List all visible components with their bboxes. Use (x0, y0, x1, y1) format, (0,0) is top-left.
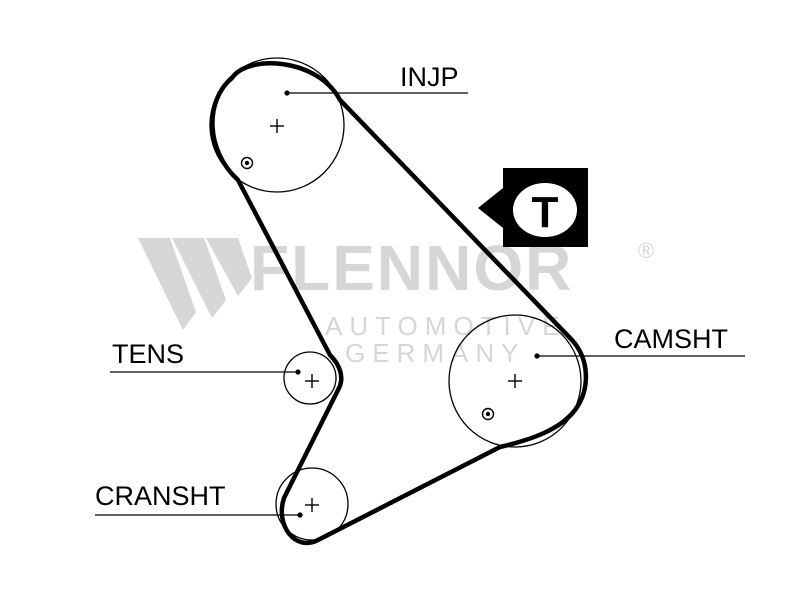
leader-dots (284, 90, 540, 518)
timing-marks (240, 156, 495, 421)
leader-lines (95, 92, 745, 516)
label-cranksht: CRANSHT (95, 481, 226, 511)
timing-mark-icon (481, 407, 495, 421)
tension-symbol-letter: T (532, 188, 559, 237)
watermark-line1: AUTOMOTIVE (325, 311, 566, 341)
label-camsht: CAMSHT (614, 324, 728, 354)
leader-dot (284, 90, 290, 96)
leader-dot (297, 512, 303, 518)
tensioner-pulley (283, 351, 337, 405)
leader-dot (534, 353, 540, 359)
injection-pump-pulley (209, 57, 345, 193)
center-cross-icon (508, 374, 522, 388)
label-tens: TENS (112, 339, 184, 369)
label-injp: INJP (400, 62, 459, 92)
center-cross-icon (305, 374, 319, 388)
pulleys (209, 57, 582, 541)
watermark-line2: GERMANY (345, 338, 525, 368)
flennor-logo-stripe-2 (172, 238, 226, 318)
flennor-logo-icon (138, 238, 196, 330)
tension-symbol-icon: T (478, 168, 588, 247)
camshaft-pulley (448, 314, 582, 448)
leader-dot (295, 369, 301, 375)
center-cross-icon (270, 119, 284, 133)
watermark-registered: ® (638, 238, 654, 263)
center-crosses (270, 119, 522, 512)
center-cross-icon (305, 498, 319, 512)
flennor-logo-stripe-3 (206, 238, 252, 296)
timing-mark-icon (240, 156, 254, 170)
